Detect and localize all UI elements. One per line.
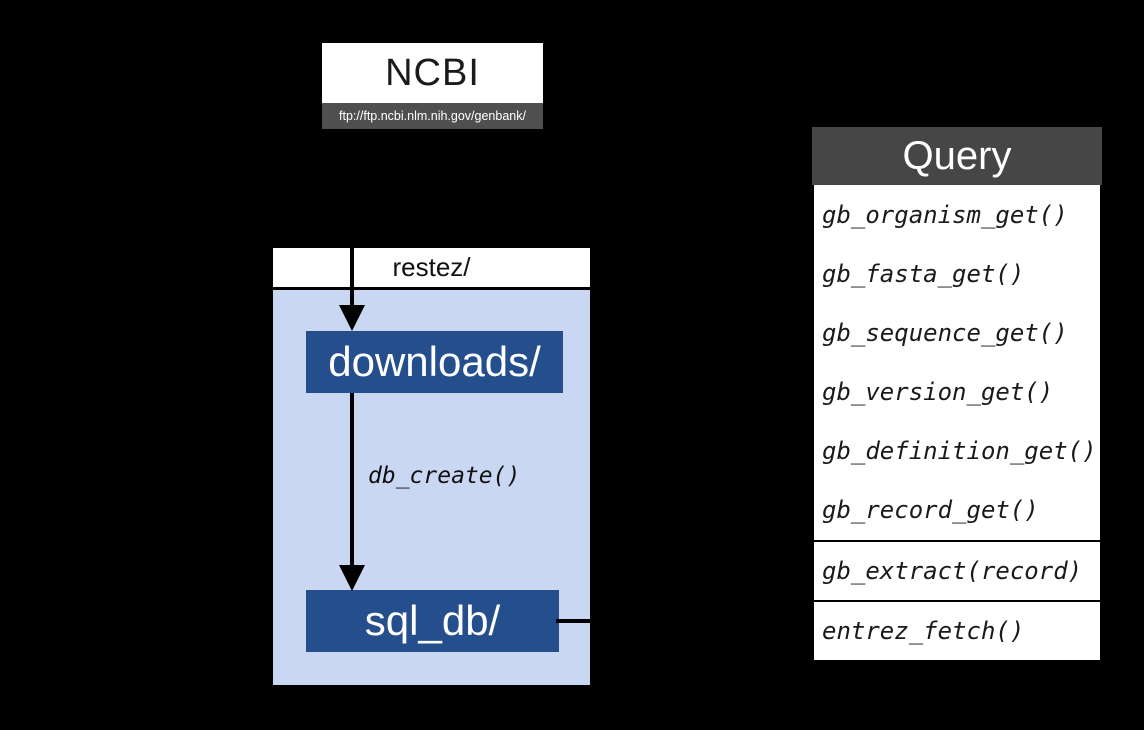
query-panel: Query gb_organism_get() gb_fasta_get() g… [812, 127, 1102, 662]
ncbi-ftp-url: ftp://ftp.ncbi.nlm.nih.gov/genbank/ [339, 109, 526, 123]
sql-db-box: sql_db/ [306, 590, 559, 652]
downloads-box: downloads/ [306, 331, 563, 393]
restez-folder-header: restez/ [273, 248, 590, 290]
query-function-row: gb_record_get() [822, 496, 1039, 525]
db-create-label: db_create() [368, 463, 521, 489]
ncbi-box: NCBI ftp://ftp.ncbi.nlm.nih.gov/genbank/ [322, 43, 543, 129]
arrow-down-icon [339, 305, 365, 331]
ncbi-title: NCBI [322, 43, 543, 103]
query-function-row: gb_version_get() [822, 378, 1054, 407]
restez-folder-label: restez/ [392, 252, 471, 282]
query-extract-row: gb_extract(record) [822, 557, 1083, 585]
query-panel-body: gb_organism_get() gb_fasta_get() gb_sequ… [812, 185, 1102, 662]
query-function-row: gb_definition_get() [822, 437, 1097, 466]
query-get-functions-section: gb_organism_get() gb_fasta_get() gb_sequ… [814, 185, 1100, 540]
query-entrez-row: entrez_fetch() [822, 617, 1025, 645]
ncbi-url-bar: ftp://ftp.ncbi.nlm.nih.gov/genbank/ [322, 103, 543, 129]
sqldb-to-query-connector [556, 619, 812, 623]
arrow-down-icon [339, 565, 365, 591]
query-panel-header: Query [812, 127, 1102, 185]
query-panel-title: Query [902, 133, 1012, 178]
query-function-row: gb_sequence_get() [822, 318, 1068, 347]
query-function-row: gb_fasta_get() [822, 259, 1025, 288]
arrow-ncbi-to-downloads-line [350, 129, 354, 305]
query-separator [814, 600, 1100, 602]
query-separator [814, 540, 1100, 542]
sql-db-label: sql_db/ [364, 597, 501, 644]
downloads-label: downloads/ [328, 338, 541, 385]
query-function-row: gb_organism_get() [822, 200, 1068, 229]
arrow-downloads-to-sqldb-line [350, 393, 354, 565]
